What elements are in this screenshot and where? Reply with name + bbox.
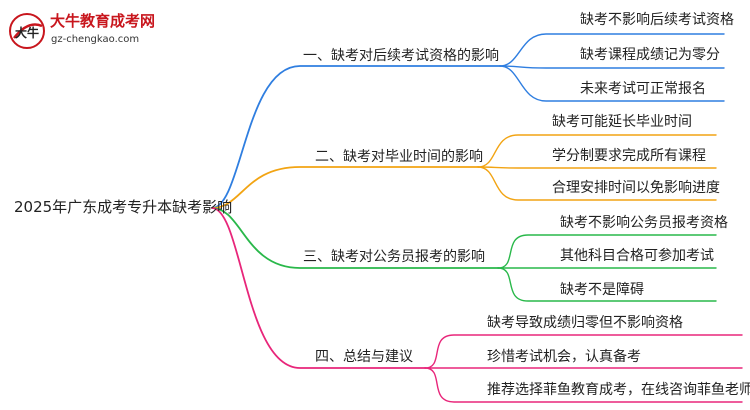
branch-2-leaf-1: 缺考可能延长毕业时间 <box>552 114 692 130</box>
root-node: 2025年广东成考专升本缺考影响 <box>14 198 233 216</box>
branch-1-leaf-1-connector <box>499 33 725 67</box>
branch-4-leaf-3-connector <box>424 367 743 403</box>
branch-2-leaf-1-connector <box>477 134 717 168</box>
branch-1-leaf-2-connector <box>499 65 725 69</box>
branch-4-leaf-1-connector <box>424 334 743 369</box>
branch-1-leaf-1: 缺考不影响后续考试资格 <box>580 12 734 28</box>
logo-url: gz-chengkao.com <box>51 34 140 45</box>
branch-1-leaf-3: 未来考试可正常报名 <box>580 81 706 97</box>
branch-3-leaf-3: 缺考不是障碍 <box>560 282 644 298</box>
branch-3-label: 三、缺考对公务员报考的影响 <box>303 249 485 265</box>
logo-mark-text: 大牛 <box>15 25 39 40</box>
branch-3-leaf-2: 其他科目合格可参加考试 <box>560 248 714 264</box>
branch-4-connector <box>211 207 426 369</box>
site-logo[interactable]: 大牛 大牛教育成考网 gz-chengkao.com <box>6 10 176 52</box>
branch-2-leaf-3-connector <box>477 166 717 201</box>
branch-4-label: 四、总结与建议 <box>315 349 413 365</box>
branch-3-leaf-3-connector <box>497 267 717 302</box>
logo-mark-icon: 大牛 <box>9 13 45 49</box>
branch-1-connector <box>211 65 501 209</box>
branch-3-connector <box>211 207 499 269</box>
branch-4-leaf-1: 缺考导致成绩归零但不影响资格 <box>487 315 683 331</box>
branch-1-leaf-3-connector <box>499 65 725 102</box>
branch-4-leaf-3: 推荐选择菲鱼教育成考，在线咨询菲鱼老师 <box>487 382 750 398</box>
branch-1-leaf-2: 缺考课程成绩记为零分 <box>580 47 720 63</box>
branch-2-leaf-2: 学分制要求完成所有课程 <box>552 148 706 164</box>
branch-2-label: 二、缺考对毕业时间的影响 <box>315 149 483 165</box>
branch-2-leaf-3: 合理安排时间以免影响进度 <box>552 180 720 196</box>
branch-1-label: 一、缺考对后续考试资格的影响 <box>303 48 499 64</box>
logo-title: 大牛教育成考网 <box>50 12 156 30</box>
branch-3-leaf-1: 缺考不影响公务员报考资格 <box>560 215 728 231</box>
branch-4-leaf-2: 珍惜考试机会，认真备考 <box>487 349 641 365</box>
branch-2-connector <box>211 166 479 209</box>
branch-2-leaf-2-connector <box>477 166 717 169</box>
branch-3-leaf-1-connector <box>497 234 717 269</box>
